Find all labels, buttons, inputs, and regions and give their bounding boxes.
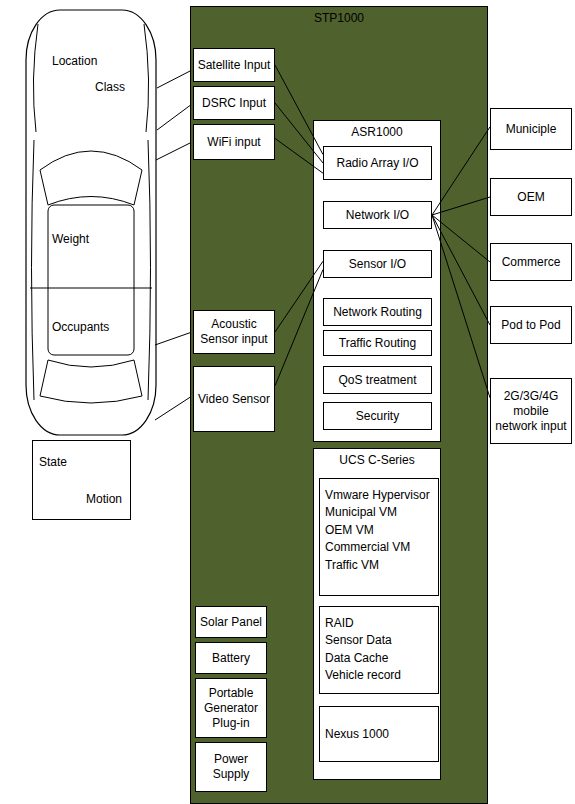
connector bbox=[432, 215, 490, 325]
node-label: Sensor Data bbox=[325, 632, 433, 649]
car-side bbox=[32, 140, 35, 400]
node-label: Solar Panel bbox=[200, 615, 262, 630]
external-box: Commerce bbox=[490, 243, 572, 281]
input-box: WiFi input bbox=[193, 124, 275, 160]
external-box: 2G/3G/4G mobile network input bbox=[490, 378, 572, 444]
node-label: Data Cache bbox=[325, 650, 433, 667]
leader-line bbox=[156, 142, 192, 160]
input-box: DSRC Input bbox=[193, 86, 275, 120]
input-box: Satellite Input bbox=[193, 48, 275, 82]
car-body bbox=[26, 10, 156, 435]
external-box: OEM bbox=[490, 178, 572, 216]
router-module: Network Routing bbox=[323, 298, 432, 326]
node-label: Sensor I/O bbox=[349, 257, 406, 272]
connector bbox=[432, 197, 490, 215]
state-box: StateMotion bbox=[32, 440, 131, 520]
connector bbox=[275, 138, 323, 173]
input-box: Acoustic Sensor input bbox=[193, 310, 275, 354]
power-box: Portable Generator Plug-in bbox=[195, 678, 267, 738]
car-roof bbox=[48, 205, 134, 355]
node-label: State bbox=[39, 455, 122, 470]
power-box: Battery bbox=[195, 642, 267, 674]
node-label: OEM bbox=[517, 190, 544, 205]
node-label: Traffic VM bbox=[325, 557, 433, 574]
server-module: Vmware HypervisorMunicipal VMOEM VMComme… bbox=[319, 478, 439, 596]
leader-line bbox=[155, 396, 192, 420]
node-label: Acoustic Sensor input bbox=[197, 317, 271, 347]
node-label: Pod to Pod bbox=[501, 318, 560, 333]
car-label: Occupants bbox=[52, 320, 109, 334]
server-module: Nexus 1000 bbox=[319, 706, 439, 762]
node-label: Battery bbox=[212, 651, 250, 666]
connector bbox=[432, 127, 490, 215]
router-module: Radio Array I/O bbox=[323, 146, 432, 180]
node-label: DSRC Input bbox=[202, 96, 266, 111]
node-label: Network Routing bbox=[333, 305, 422, 320]
node-label: Satellite Input bbox=[198, 58, 271, 73]
door-line bbox=[30, 288, 152, 289]
hood-line bbox=[144, 24, 149, 132]
external-box: Municiple bbox=[490, 108, 572, 150]
node-label: Vmware Hypervisor bbox=[325, 487, 433, 504]
car-side bbox=[148, 140, 151, 400]
node-label: Nexus 1000 bbox=[325, 727, 389, 742]
node-label: Network I/O bbox=[346, 208, 409, 223]
node-label: Municiple bbox=[506, 122, 557, 137]
car-label: Location bbox=[52, 54, 97, 68]
router-module: QoS treatment bbox=[323, 366, 432, 394]
node-label: Municipal VM bbox=[325, 504, 433, 521]
node-label: Commercial VM bbox=[325, 539, 433, 556]
connector bbox=[275, 261, 323, 332]
node-label: Motion bbox=[86, 492, 122, 507]
node-label: Video Sensor bbox=[198, 392, 270, 407]
leader-line bbox=[155, 332, 192, 345]
connector bbox=[432, 215, 490, 398]
hood-line bbox=[33, 24, 38, 132]
server: UCS C-SeriesVmware HypervisorMunicipal V… bbox=[313, 448, 441, 780]
router-module: Traffic Routing bbox=[323, 330, 432, 356]
power-box: Power Supply bbox=[195, 742, 267, 792]
node-label: QoS treatment bbox=[338, 373, 416, 388]
leader-line bbox=[157, 70, 192, 88]
node-heading: STP1000 bbox=[191, 7, 487, 26]
node-heading: UCS C-Series bbox=[314, 449, 440, 468]
node-label: Vehicle record bbox=[325, 667, 433, 684]
node-label: WiFi input bbox=[207, 135, 260, 150]
node-label: Commerce bbox=[502, 255, 561, 270]
router: ASR1000Radio Array I/O Network I/O Sensor … bbox=[313, 120, 441, 442]
node-label: RAID bbox=[325, 615, 433, 632]
connector bbox=[275, 65, 323, 155]
router-module: Security bbox=[323, 402, 432, 430]
server-module: RAIDSensor DataData CacheVehicle record bbox=[319, 606, 439, 694]
node-label: Traffic Routing bbox=[339, 336, 416, 351]
node-label: OEM VM bbox=[325, 522, 433, 539]
car-label: Class bbox=[95, 80, 125, 94]
external-box: Pod to Pod bbox=[490, 306, 572, 344]
router-module: Network I/O bbox=[323, 201, 432, 229]
node-label: 2G/3G/4G mobile network input bbox=[494, 389, 568, 434]
connector bbox=[432, 215, 490, 262]
connector bbox=[275, 103, 323, 163]
enclosure: STP1000Satellite InputDSRC InputWiFi inp… bbox=[190, 6, 488, 804]
node-label: Security bbox=[356, 409, 399, 424]
node-label: Portable Generator Plug-in bbox=[199, 686, 263, 731]
node-label: Power Supply bbox=[199, 752, 263, 782]
input-box: Video Sensor bbox=[193, 366, 275, 432]
node-label: Radio Array I/O bbox=[336, 156, 418, 171]
power-box: Solar Panel bbox=[195, 606, 267, 638]
connector bbox=[275, 270, 323, 386]
node-heading: ASR1000 bbox=[314, 121, 440, 140]
windshield bbox=[40, 151, 142, 205]
car-label: Weight bbox=[52, 232, 89, 246]
leader-line bbox=[157, 104, 192, 130]
rear-window bbox=[40, 360, 142, 403]
router-module: Sensor I/O bbox=[323, 250, 432, 278]
